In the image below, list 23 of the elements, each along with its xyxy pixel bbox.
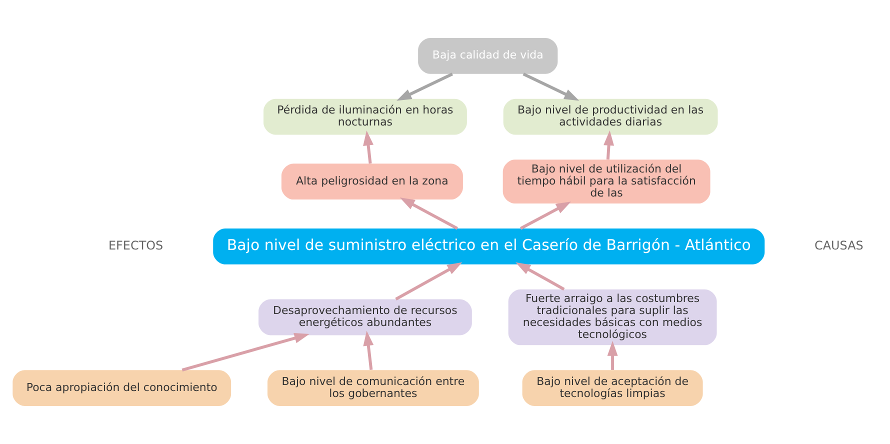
node-box: Bajo nivel de comunicación entre los gobernantes [267, 370, 479, 406]
node-box: Pérdida de iluminación en horas nocturnas [263, 98, 467, 135]
node-box: Fuerte arraigo a las costumbres tradicionales para suplir las necesidades básicas con medios tecnológicos [508, 289, 717, 346]
arrow [516, 262, 565, 291]
node-box: Desaprovechamiento de recursos energéticos abundantes [258, 299, 472, 336]
arrow [520, 202, 572, 230]
arrow [363, 130, 374, 164]
arrow [522, 72, 580, 101]
node-box: Bajo nivel de aceptación de tecnologías limpias [522, 370, 703, 406]
arrow [395, 262, 462, 300]
arrow [607, 340, 618, 370]
node-box: Alta peligrosidad en la zona [281, 164, 463, 200]
arrow [182, 333, 310, 372]
label: EFECTOS [108, 238, 164, 253]
node-box: Bajo nivel de suministro eléctrico en el Caserío de Barrigón - Atlántico [213, 228, 765, 264]
label: CAUSAS [814, 238, 864, 253]
arrow [604, 130, 614, 160]
node-box: Bajo nivel de productividad en las actividades diarias [503, 98, 718, 135]
arrow [363, 330, 374, 370]
arrow [400, 197, 458, 230]
node-box: Bajo nivel de utilización del tiempo hábil para la satisfacción de las [502, 160, 710, 204]
arrow [396, 72, 454, 101]
node-box: Poca apropiación del conocimiento [12, 370, 232, 406]
